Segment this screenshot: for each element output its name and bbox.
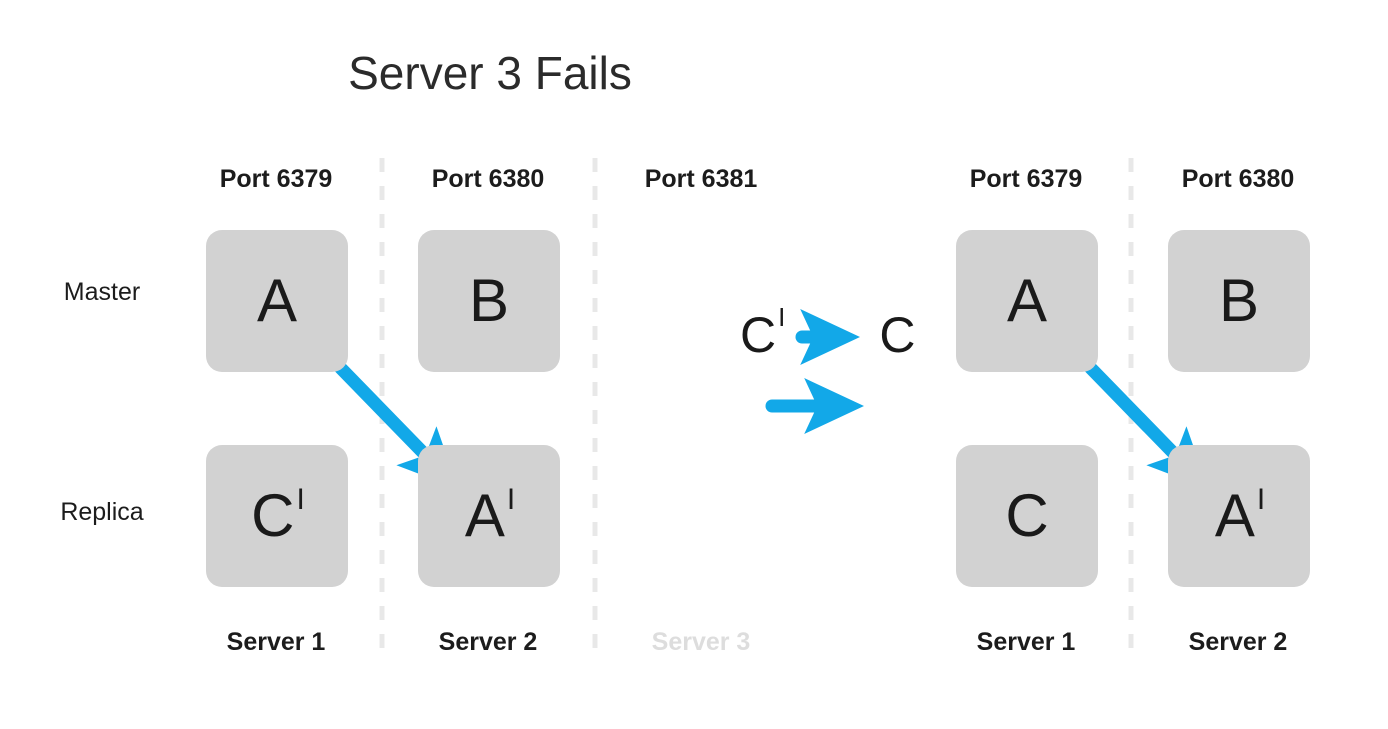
node-master-left-2[interactable]: B xyxy=(418,230,560,372)
port-label-left-1: Port 6379 xyxy=(219,165,333,193)
node-replica-right-2[interactable]: AI xyxy=(1168,445,1310,587)
node-replica-right-1-label: C xyxy=(1005,482,1049,549)
node-replica-left-2-label: AI xyxy=(464,482,516,549)
node-master-right-2[interactable]: B xyxy=(1168,230,1310,372)
port-label-right-1: Port 6379 xyxy=(969,165,1083,193)
row-label-replica: Replica xyxy=(60,498,144,526)
server-label-left-2: Server 2 xyxy=(438,628,538,656)
server-label-left-1: Server 1 xyxy=(226,628,326,656)
port-label-left-3: Port 6381 xyxy=(644,165,758,193)
promotion-to-label: C xyxy=(879,307,916,363)
node-replica-left-1[interactable]: CI xyxy=(206,445,348,587)
node-master-right-1-label: A xyxy=(1006,267,1048,334)
node-replica-right-2-label: AI xyxy=(1214,482,1266,549)
server-label-right-1: Server 1 xyxy=(976,628,1076,656)
node-replica-left-2[interactable]: AI xyxy=(418,445,560,587)
node-master-left-2-label: B xyxy=(468,267,510,334)
server-label-left-3: Server 3 xyxy=(651,628,751,656)
promotion-from-label: CI xyxy=(740,302,786,363)
node-replica-right-1[interactable]: C xyxy=(956,445,1098,587)
server-label-right-2: Server 2 xyxy=(1188,628,1288,656)
row-label-master: Master xyxy=(63,278,141,306)
port-label-right-2: Port 6380 xyxy=(1181,165,1295,193)
promotion-transition: CI C xyxy=(740,302,916,363)
node-master-right-2-label: B xyxy=(1218,267,1260,334)
port-label-left-2: Port 6380 xyxy=(431,165,545,193)
node-master-right-1[interactable]: A xyxy=(956,230,1098,372)
node-master-left-1[interactable]: A xyxy=(206,230,348,372)
node-master-left-1-label: A xyxy=(256,267,298,334)
page-title: Server 3 Fails xyxy=(348,47,632,99)
node-replica-left-1-label: CI xyxy=(251,482,305,549)
